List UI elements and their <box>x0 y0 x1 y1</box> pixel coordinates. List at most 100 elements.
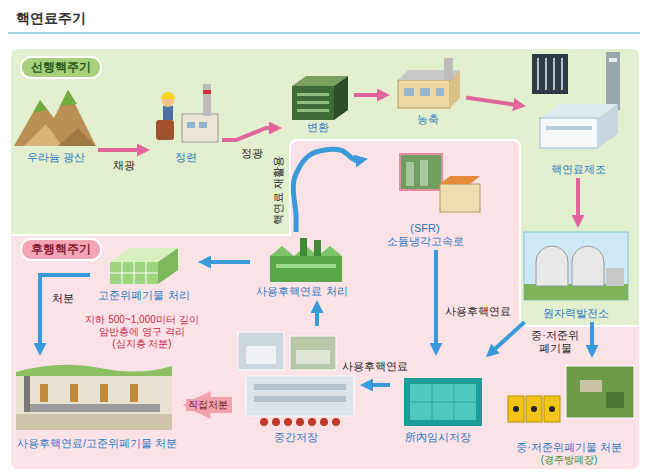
conversion-icon <box>297 101 329 104</box>
lilw-disposal-icon <box>606 392 624 408</box>
arrow-label: 사용후핵연료 <box>340 360 410 373</box>
process-node: 핵연료제조 <box>526 50 630 178</box>
repository-icon <box>16 372 172 430</box>
label-holder: 처분 <box>50 292 76 305</box>
node-label: 정련 <box>175 151 197 164</box>
storage-pool-icon <box>410 384 476 420</box>
interim-storage-icon <box>246 346 276 364</box>
interim-storage-icon <box>284 418 292 426</box>
node-label: 중간저장 <box>274 431 318 444</box>
enrichment-icon <box>398 80 450 108</box>
lilw-disposal-icon <box>549 406 555 412</box>
flow-arrow <box>354 93 384 97</box>
interim-storage-icon <box>296 418 304 426</box>
flow-arrow <box>466 98 520 106</box>
diagram-title: 핵연료주기 <box>16 9 86 27</box>
fuel-fabrication-icon <box>532 52 620 148</box>
interim-storage-icon <box>332 418 340 426</box>
reprocessing-icon <box>276 264 336 268</box>
arrow-label: 사용후핵연료 <box>443 305 513 318</box>
mine-icon <box>60 90 77 106</box>
enrichment-icon <box>398 58 460 108</box>
node-label: 중·저준위폐기물 처분 <box>516 441 622 454</box>
process-node: 변환 <box>282 70 354 136</box>
process-node: 사용후핵연료 처리 <box>250 232 354 300</box>
fast-reactor-icon <box>400 154 480 212</box>
refinery-icon <box>203 84 211 116</box>
process-node: 농축 <box>390 56 466 128</box>
note-text: 지하 500~1,000미터 깊이 암반층에 영구 격리 (심지층 처분) <box>82 314 202 350</box>
process-node: 우라늄 광산 <box>14 82 98 166</box>
node-label: 사용후핵연료/고준위폐기물 처분 <box>17 437 177 450</box>
interim-storage-icon <box>238 332 354 426</box>
node-label: 우라늄 광산 <box>27 151 85 164</box>
enrichment-icon <box>444 58 453 80</box>
label-holder: 채광 <box>111 159 137 172</box>
power-plant-icon <box>606 268 624 286</box>
process-node: (SFR) 소듐냉각고속로 <box>368 150 482 250</box>
arrow-label: 핵연료 재활용 <box>273 153 286 226</box>
mine-icon <box>58 128 96 146</box>
reprocessing-icon <box>270 256 342 282</box>
lilw-disposal-icon <box>544 396 560 422</box>
interim-storage-icon <box>290 336 336 370</box>
refinery-icon <box>156 84 218 142</box>
lilw-disposal-icon <box>513 406 519 412</box>
node-label: 所內임시저장 <box>405 431 471 444</box>
storage-pool-icon <box>410 402 476 403</box>
node-label: (SFR) 소듐냉각고속로 <box>373 222 477 248</box>
repository-icon <box>24 376 30 412</box>
interim-storage-icon <box>254 396 346 402</box>
arrow-label: 채광 <box>111 159 137 172</box>
flow-arrow <box>576 178 580 222</box>
label-holder: 직접처분 <box>186 399 230 411</box>
process-node: 사용후핵연료/고준위폐기물 처분 <box>12 356 183 452</box>
mine-icon <box>33 100 47 113</box>
conversion-icon <box>297 109 329 112</box>
node-label: 고준위폐기물 처리 <box>98 289 189 302</box>
conversion-icon <box>297 93 329 96</box>
node-label: 농축 <box>417 113 439 126</box>
label-holder: 사용후핵연료 <box>443 305 513 318</box>
flow-arrow <box>590 322 594 352</box>
mine-icon <box>24 124 62 146</box>
enrichment-icon <box>436 88 444 96</box>
flow-arrow <box>222 128 276 140</box>
conversion-icon <box>292 86 334 120</box>
process-node: 정련 <box>150 82 222 166</box>
lilw-disposal-icon <box>531 406 537 412</box>
back-cycle-ground <box>10 140 640 470</box>
repository-icon <box>30 404 160 412</box>
flow-arrow <box>367 383 391 387</box>
fuel-fabrication-icon <box>598 104 618 148</box>
enrichment-icon <box>420 88 430 96</box>
flow-arrow <box>98 148 144 152</box>
lilw-disposal-icon <box>526 396 542 422</box>
fuel-fabrication-icon <box>545 58 547 90</box>
reprocessing-icon <box>270 238 342 282</box>
node-label: 원자력발전소 <box>543 307 609 320</box>
flow-arrow <box>491 322 525 353</box>
hlw-treatment-icon <box>110 248 178 284</box>
fuel-fabrication-icon <box>561 58 563 90</box>
storage-pool-icon <box>404 378 482 426</box>
power-plant-icon <box>524 232 628 300</box>
refinery-icon <box>156 120 174 140</box>
interim-storage-icon <box>308 418 316 426</box>
refinery-icon <box>182 114 218 142</box>
arrow-label: 처분 <box>50 292 76 305</box>
node-label: 사용후핵연료 처리 <box>256 285 347 298</box>
interim-storage-icon <box>320 418 328 426</box>
repository-icon <box>16 365 172 430</box>
process-node: 중·저준위폐기물 처분(경주방폐장) <box>500 358 638 468</box>
lilw-disposal-icon <box>566 366 634 418</box>
label-holder: 정광 <box>239 147 265 160</box>
fast-reactor-icon <box>406 162 414 186</box>
enrichment-icon <box>404 88 414 96</box>
interim-storage-icon <box>246 376 354 416</box>
flow-arrow <box>205 260 251 264</box>
mine-icon <box>14 90 96 146</box>
region-title: 선행핵주기 <box>20 56 102 79</box>
interim-storage-icon <box>238 332 284 370</box>
fuel-fabrication-icon <box>546 126 592 130</box>
